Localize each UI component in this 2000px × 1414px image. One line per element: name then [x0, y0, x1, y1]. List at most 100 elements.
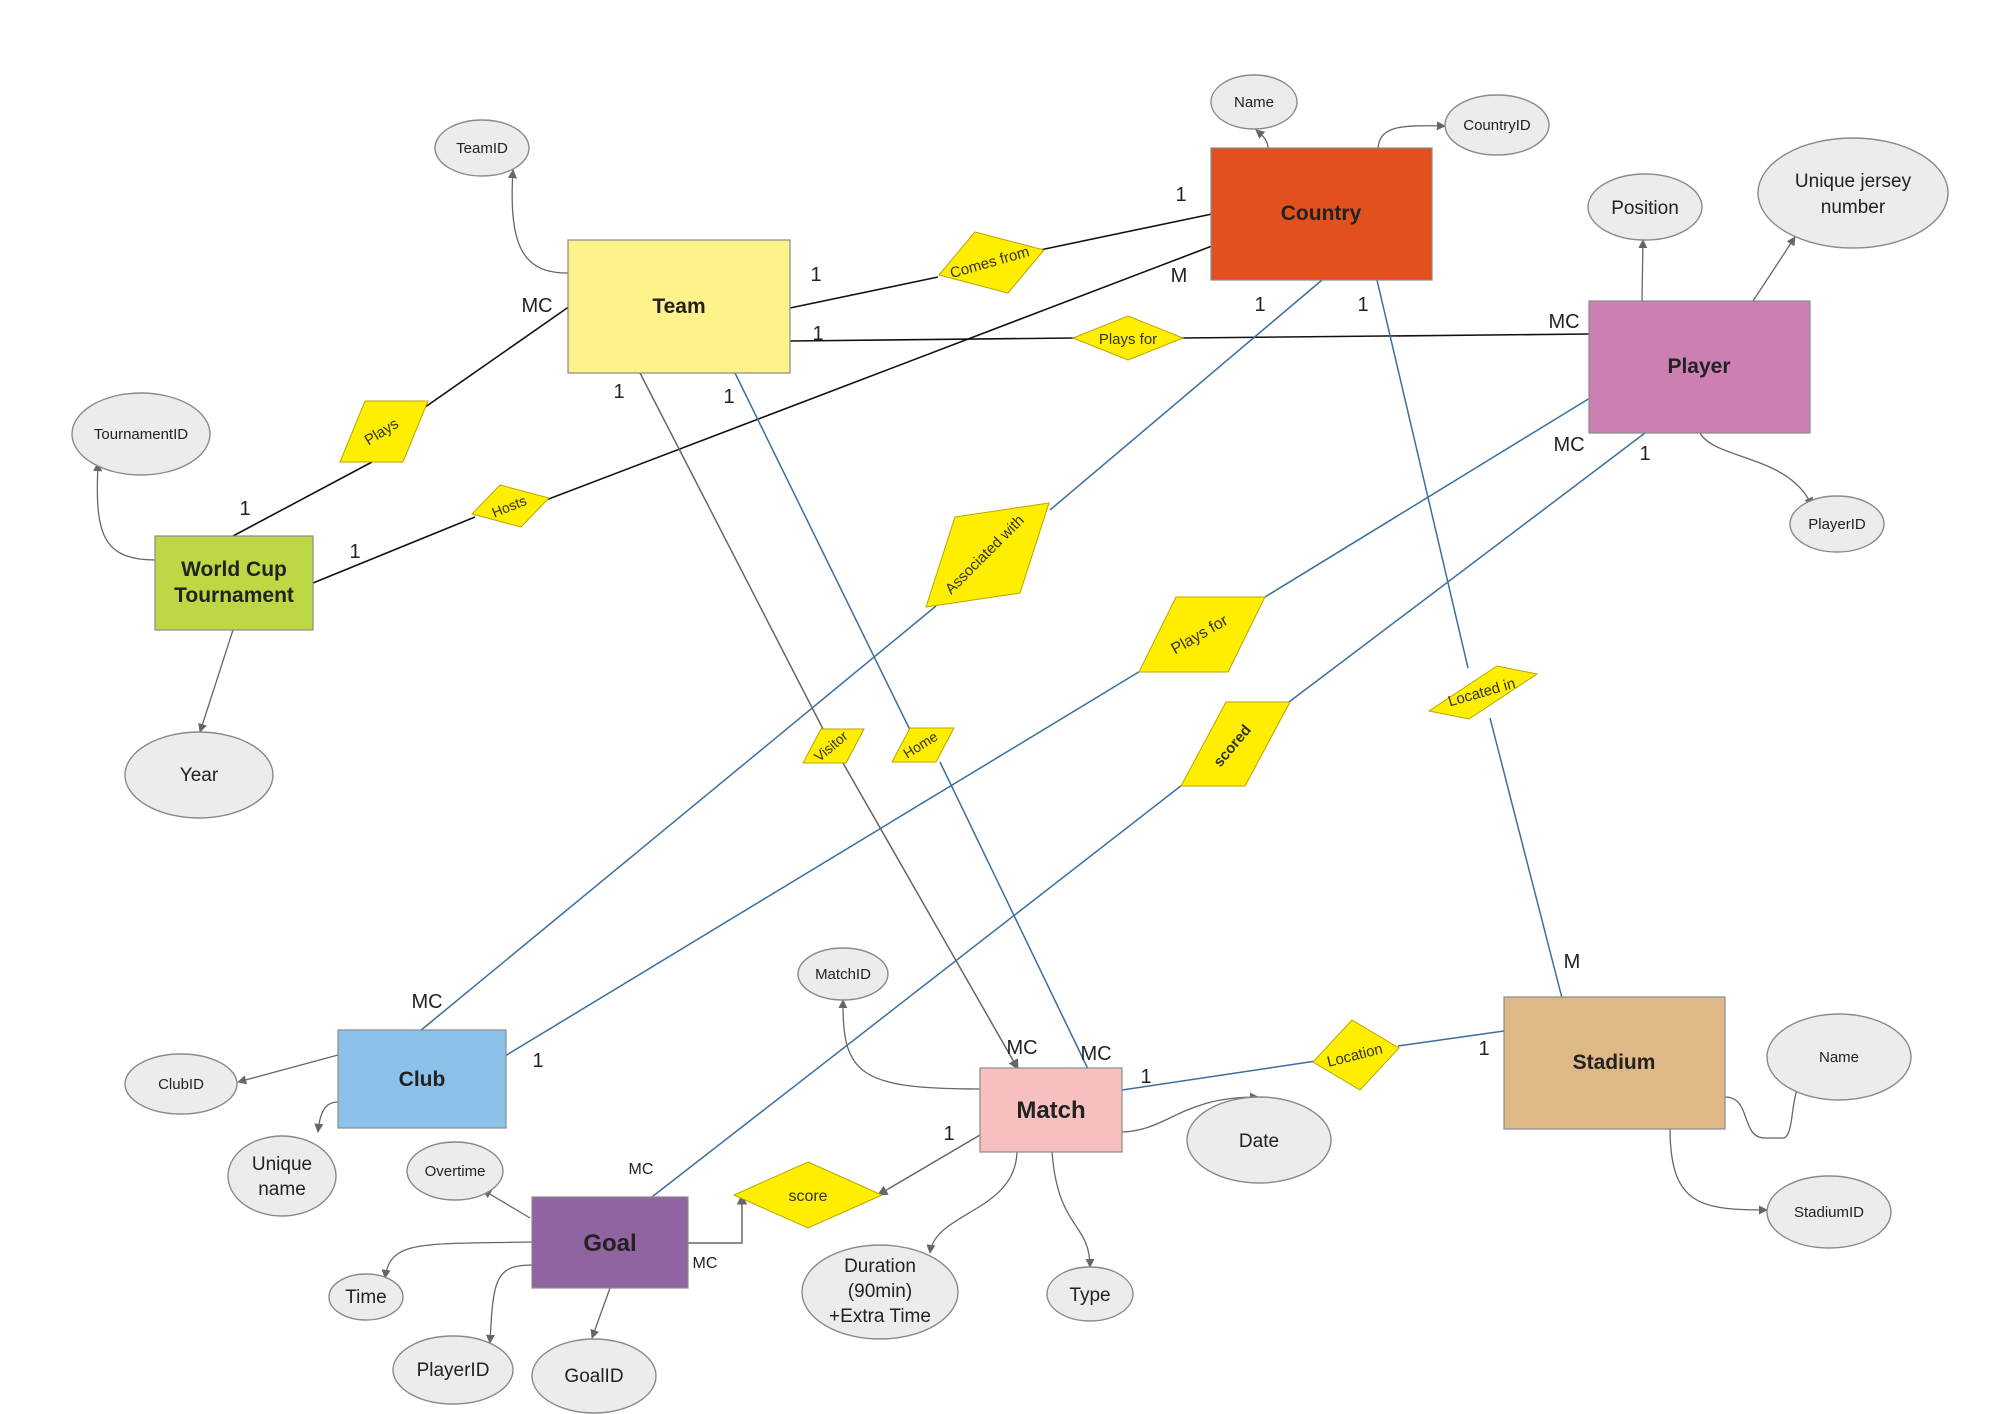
entity-goal[interactable]: Goal: [531, 1196, 689, 1289]
attr-position-label: Position: [1611, 198, 1679, 219]
attr-time[interactable]: Time: [328, 1273, 404, 1321]
attr-type-shape: [1046, 1266, 1134, 1322]
attr-unique-jersey-number[interactable]: Unique jersey number: [1757, 137, 1949, 249]
entity-match-box: [979, 1067, 1123, 1153]
card-goal-scored: MC: [629, 1161, 654, 1178]
attr-club-id[interactable]: ClubID: [124, 1053, 238, 1115]
card-match-home: MC: [1080, 1043, 1111, 1065]
attr-date-shape: [1186, 1096, 1332, 1184]
attr-type[interactable]: Type: [1046, 1266, 1134, 1322]
attr-year[interactable]: Year: [124, 731, 274, 819]
rel-associated-with[interactable]: Associated with: [925, 502, 1050, 608]
attr-overtime-shape: [406, 1141, 504, 1201]
line-hosts-country: [545, 245, 1213, 501]
line-country-associated: [1049, 279, 1323, 511]
entity-player-box: [1588, 300, 1811, 434]
attribute-connectors: [93, 121, 1813, 1344]
card-stadium-location: 1: [1478, 1038, 1489, 1060]
rel-score[interactable]: score: [732, 1161, 884, 1229]
attr-goal-id-shape: [531, 1338, 657, 1414]
entity-stadium[interactable]: Stadium: [1503, 996, 1726, 1130]
card-goal-score: MC: [693, 1255, 718, 1272]
entity-team[interactable]: Team: [567, 239, 791, 374]
connector-jersey: [1752, 236, 1796, 302]
line-location-stadium: [1397, 1030, 1505, 1047]
attr-goal-player-id-label: PlayerID: [417, 1360, 490, 1381]
attr-stadium-id[interactable]: StadiumID: [1766, 1175, 1892, 1249]
entity-world-cup-label-line1: World Cup: [181, 558, 287, 581]
rel-located-in[interactable]: Located in: [1427, 665, 1539, 720]
card-stadium-located: M: [1564, 951, 1581, 973]
rel-associated-with-shape: [925, 502, 1050, 608]
connector-country-id: [1377, 121, 1446, 149]
rel-scored[interactable]: scored: [1180, 701, 1291, 787]
rel-hosts[interactable]: Hosts: [471, 484, 550, 528]
connector-club-name: [314, 1101, 339, 1133]
rel-visitor[interactable]: Visitor: [802, 727, 865, 765]
attr-team-id-label: TeamID: [456, 140, 508, 157]
line-match-location: [1121, 1060, 1317, 1091]
attr-duration-shape: [801, 1244, 959, 1340]
rel-located-in-shape: [1427, 665, 1539, 720]
connector-stadium-id: [1669, 1127, 1768, 1215]
entity-country[interactable]: Country: [1210, 147, 1433, 281]
entity-goal-label: Goal: [583, 1230, 636, 1257]
rel-plays[interactable]: Plays: [339, 400, 429, 463]
line-team-plays-for: [789, 337, 1076, 342]
entity-match[interactable]: Match: [979, 1067, 1123, 1153]
attr-date[interactable]: Date: [1186, 1096, 1332, 1184]
attr-player-id-label: PlayerID: [1808, 516, 1866, 533]
line-plays-for-player: [1181, 333, 1591, 339]
attr-overtime[interactable]: Overtime: [406, 1141, 504, 1201]
attr-position[interactable]: Position: [1587, 173, 1703, 241]
entity-goal-box: [531, 1196, 689, 1289]
rel-home-shape: [891, 727, 955, 763]
rel-plays-for-club[interactable]: Plays for: [1138, 596, 1266, 673]
rel-hosts-shape: [471, 484, 550, 528]
attr-player-id[interactable]: PlayerID: [1789, 495, 1885, 553]
attr-position-shape: [1587, 173, 1703, 241]
rel-scored-shape: [1180, 701, 1291, 787]
attr-goal-player-id-shape: [392, 1335, 514, 1405]
line-match-score: [877, 1134, 981, 1196]
entity-club[interactable]: Club: [337, 1029, 507, 1129]
rel-visitor-shape: [802, 728, 865, 764]
rel-comes-from[interactable]: Comes from: [938, 231, 1045, 294]
rel-location[interactable]: Location: [1312, 1019, 1400, 1091]
attr-stadium-name-label: Name: [1819, 1049, 1859, 1066]
connector-tournament-id: [93, 462, 156, 561]
attr-stadium-name[interactable]: Name: [1766, 1013, 1912, 1101]
card-match-score: 1: [943, 1123, 954, 1145]
attr-goal-id-label: GoalID: [564, 1366, 623, 1387]
attr-time-shape: [328, 1273, 404, 1321]
rel-plays-for-team[interactable]: Plays for: [1071, 315, 1185, 361]
attr-stadium-name-shape: [1766, 1013, 1912, 1101]
attr-tournament-id[interactable]: TournamentID: [71, 392, 211, 476]
attr-duration[interactable]: Duration (90min) +Extra Time: [801, 1244, 959, 1340]
connector-type: [1051, 1151, 1095, 1268]
attr-club-unique-name[interactable]: Unique name: [227, 1135, 337, 1217]
attr-jersey-label-line1: Unique jersey: [1795, 171, 1912, 192]
rel-score-shape: [732, 1161, 884, 1229]
entity-country-box: [1210, 147, 1433, 281]
rel-home[interactable]: Home: [891, 727, 955, 763]
attr-goal-id[interactable]: GoalID: [531, 1338, 657, 1414]
entity-world-cup-tournament[interactable]: World Cup Tournament: [154, 535, 314, 631]
attr-goal-player-id[interactable]: PlayerID: [392, 1335, 514, 1405]
entity-player[interactable]: Player: [1588, 300, 1811, 434]
entity-club-label: Club: [399, 1068, 446, 1091]
line-scored-goal: [647, 784, 1183, 1201]
attr-match-id[interactable]: MatchID: [797, 947, 889, 1001]
card-player-plays-for-club: MC: [1553, 434, 1584, 456]
line-team-visitor: [639, 372, 824, 730]
entity-stadium-label: Stadium: [1573, 1051, 1656, 1074]
card-country-hosts: M: [1171, 265, 1188, 287]
card-club-associated: MC: [411, 991, 442, 1013]
attr-country-id[interactable]: CountryID: [1444, 94, 1550, 156]
entity-world-cup-label-line2: Tournament: [174, 584, 294, 607]
attr-tournament-id-label: TournamentID: [94, 426, 188, 443]
line-plays-for-club: [504, 669, 1143, 1057]
attr-team-id[interactable]: TeamID: [434, 119, 530, 177]
attr-country-name[interactable]: Name: [1210, 74, 1298, 130]
